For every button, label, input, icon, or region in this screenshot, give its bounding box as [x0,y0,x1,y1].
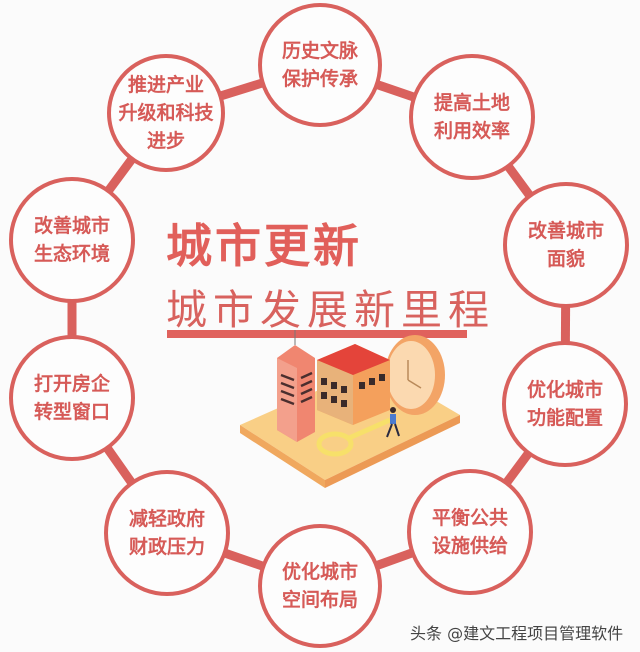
node-label: 生态环境 [33,243,110,265]
title-subtitle: 城市发展新里程 [166,286,495,334]
node-label: 功能配置 [526,407,603,429]
node-spatial-layout: 优化城市 空间布局 [258,524,382,648]
node-land-efficiency: 提高土地 利用效率 [409,54,535,180]
node-label: 财政压力 [128,536,205,558]
node-developer-transition: 打开房企 转型窗口 [9,335,135,461]
node-label: 保护传承 [281,68,358,90]
watermark: 头条 @建文工程项目管理软件 [410,624,624,643]
node-fiscal-pressure: 减轻政府 财政压力 [104,470,230,596]
node-label: 提高土地 [433,92,510,114]
node-label: 优化城市 [526,379,603,401]
node-label: 历史文脉 [281,40,358,62]
node-ecology: 改善城市 生态环境 [9,177,135,303]
title-underline [167,330,467,338]
node-label: 空间布局 [281,589,358,611]
node-label: 推进产业 [127,74,204,96]
node-label: 设施供给 [431,535,508,557]
title-main: 城市更新 [166,219,362,273]
node-label: 打开房企 [33,373,110,395]
node-city-function: 优化城市 功能配置 [502,341,628,467]
node-label: 进步 [146,130,185,152]
node-label: 优化城市 [281,561,358,583]
node-label: 改善城市 [527,220,604,242]
node-label: 面貌 [546,248,585,270]
node-label: 减轻政府 [128,508,205,530]
node-history-culture: 历史文脉 保护传承 [258,3,382,127]
node-public-facilities: 平衡公共 设施供给 [407,469,533,595]
node-label: 利用效率 [433,120,510,142]
node-label: 转型窗口 [33,401,110,423]
node-city-appearance: 改善城市 面貌 [503,182,629,308]
node-industry-upgrade: 推进产业 升级和科技 进步 [107,54,225,172]
node-label: 平衡公共 [431,507,508,529]
node-label: 升级和科技 [118,102,214,124]
city-renewal-illustration-icon [240,330,460,488]
node-label: 改善城市 [33,215,110,237]
